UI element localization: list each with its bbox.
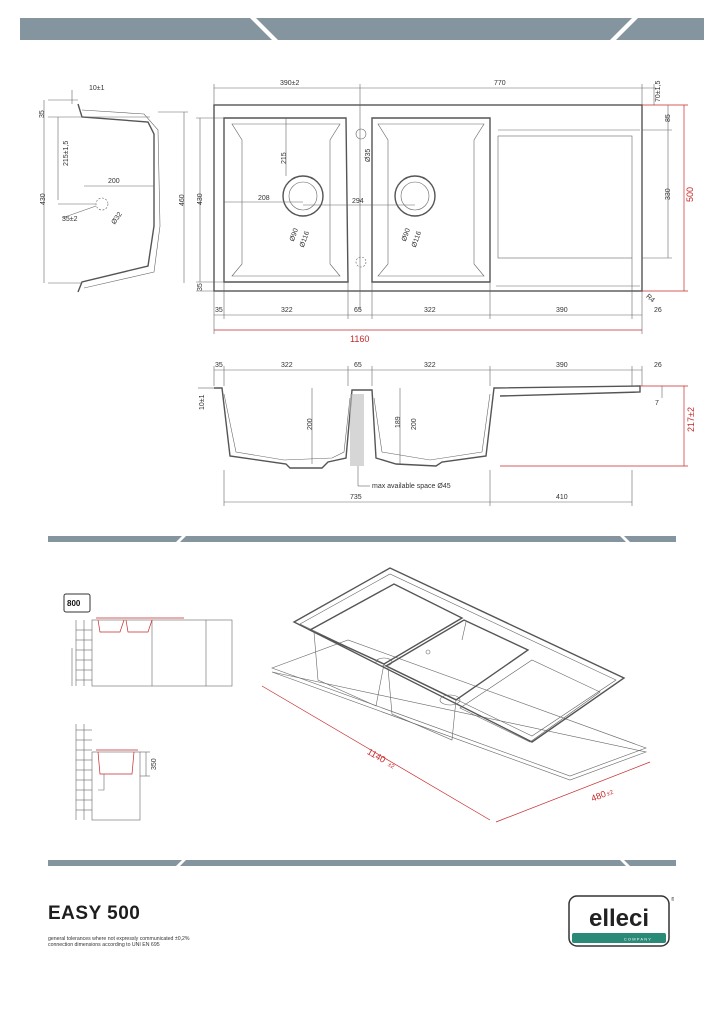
dim-total-width: 1160 xyxy=(350,334,369,344)
iso-width-tol: ±2 xyxy=(606,789,615,797)
dim-front-bottom-left: 735 xyxy=(350,494,362,501)
dim-front-t3: 322 xyxy=(424,362,436,369)
space-note: max available space Ø45 xyxy=(372,483,451,490)
dim-front-lip: 10±1 xyxy=(199,394,206,410)
dim-offset-top: 35 xyxy=(39,110,46,118)
dim-depth: 215±1,5 xyxy=(63,141,70,166)
dim-plan-b4: 390 xyxy=(556,307,568,314)
hatch-space xyxy=(350,394,364,466)
dim-front-t1: 322 xyxy=(281,362,293,369)
dim-drain-outer-2: Ø116 xyxy=(411,230,423,248)
product-title: EASY 500 xyxy=(48,903,141,924)
brand-logo-graphic: elleci ® COMPANY xyxy=(568,895,674,947)
dim-top-lip: 10±1 xyxy=(89,85,105,92)
dim-drain-inner-2: Ø90 xyxy=(401,227,412,242)
dim-drainer-span: 770 xyxy=(494,80,506,87)
dim-front-bottom-right: 410 xyxy=(556,494,568,501)
dim-height-total: 430 xyxy=(40,193,47,205)
dim-front-t0: 35 xyxy=(215,362,223,369)
dim-front-depth-2: 200 xyxy=(411,418,418,430)
dim-plan-b5: 26 xyxy=(654,307,662,314)
dim-plan-height: 430 xyxy=(197,193,204,205)
divider-band-1 xyxy=(48,536,676,542)
cabinet-drawing xyxy=(63,593,233,821)
header-band xyxy=(20,18,704,40)
dim-hole-dia: Ø32 xyxy=(111,211,124,226)
dim-drain-mid: 294 xyxy=(352,198,364,205)
iso-width: 480 xyxy=(590,789,608,804)
dim-plan-b0: 35 xyxy=(215,307,223,314)
iso-length-tol: ±2 xyxy=(386,762,395,771)
dim-drainer-top: 85 xyxy=(665,114,672,122)
tolerance-note: general tolerances where not expressly c… xyxy=(48,936,190,942)
brand-logo: elleci ® COMPANY xyxy=(568,895,674,947)
divider-band-2 xyxy=(48,860,676,866)
dim-edge-top: 70±1,5 xyxy=(655,81,662,102)
iso-length: 1140 xyxy=(366,747,388,765)
brand-tagline: COMPANY xyxy=(624,937,652,942)
isometric-drawing xyxy=(261,567,651,823)
dim-bowl-width: 390±2 xyxy=(280,80,300,87)
dim-plan-b3: 322 xyxy=(424,307,436,314)
dim-front-total-depth: 217±2 xyxy=(686,407,696,432)
cabinet-height: 350 xyxy=(151,758,158,770)
dim-width-inner: 200 xyxy=(108,178,120,185)
dim-front-t2: 65 xyxy=(354,362,362,369)
dim-drain-outer-1: Ø116 xyxy=(299,230,311,248)
dim-plan-b1: 322 xyxy=(281,307,293,314)
dim-drain-left: 208 xyxy=(258,195,270,202)
plan-view-drawing: 390±2 770 70±1,5 85 330 500 430 35 215 2… xyxy=(196,80,695,344)
connection-note: connection dimensions according to UNI E… xyxy=(48,942,160,948)
dim-radius: R4 xyxy=(644,293,655,304)
dim-drain-inner-1: Ø90 xyxy=(289,227,300,242)
dim-front-t5: 26 xyxy=(654,362,662,369)
dim-height-outer: 460 xyxy=(179,194,186,206)
brand-mark: ® xyxy=(671,896,674,903)
dim-overflow: Ø35 xyxy=(365,149,372,162)
dim-plan-b2: 65 xyxy=(354,307,362,314)
dim-front-depth-mid: 189 xyxy=(395,416,402,428)
brand-name: elleci xyxy=(589,905,649,932)
side-section-drawing: 10±1 35 430 215±1,5 200 35±2 Ø32 460 xyxy=(39,85,188,293)
dim-front-drainer-lip: 7 xyxy=(655,400,659,407)
front-section-drawing: 35 322 65 322 390 26 10±1 200 189 200 7 … xyxy=(198,362,696,506)
dim-front-depth-1: 200 xyxy=(307,418,314,430)
dim-plan-bottom: 35 xyxy=(197,283,204,291)
cabinet-size: 800 xyxy=(67,599,81,608)
dim-total-h: 500 xyxy=(685,187,695,202)
dim-hole-offset: 35±2 xyxy=(62,216,78,223)
dim-front-t4: 390 xyxy=(556,362,568,369)
dim-drain-depth: 215 xyxy=(281,152,288,164)
dim-drainer-h: 330 xyxy=(665,188,672,200)
